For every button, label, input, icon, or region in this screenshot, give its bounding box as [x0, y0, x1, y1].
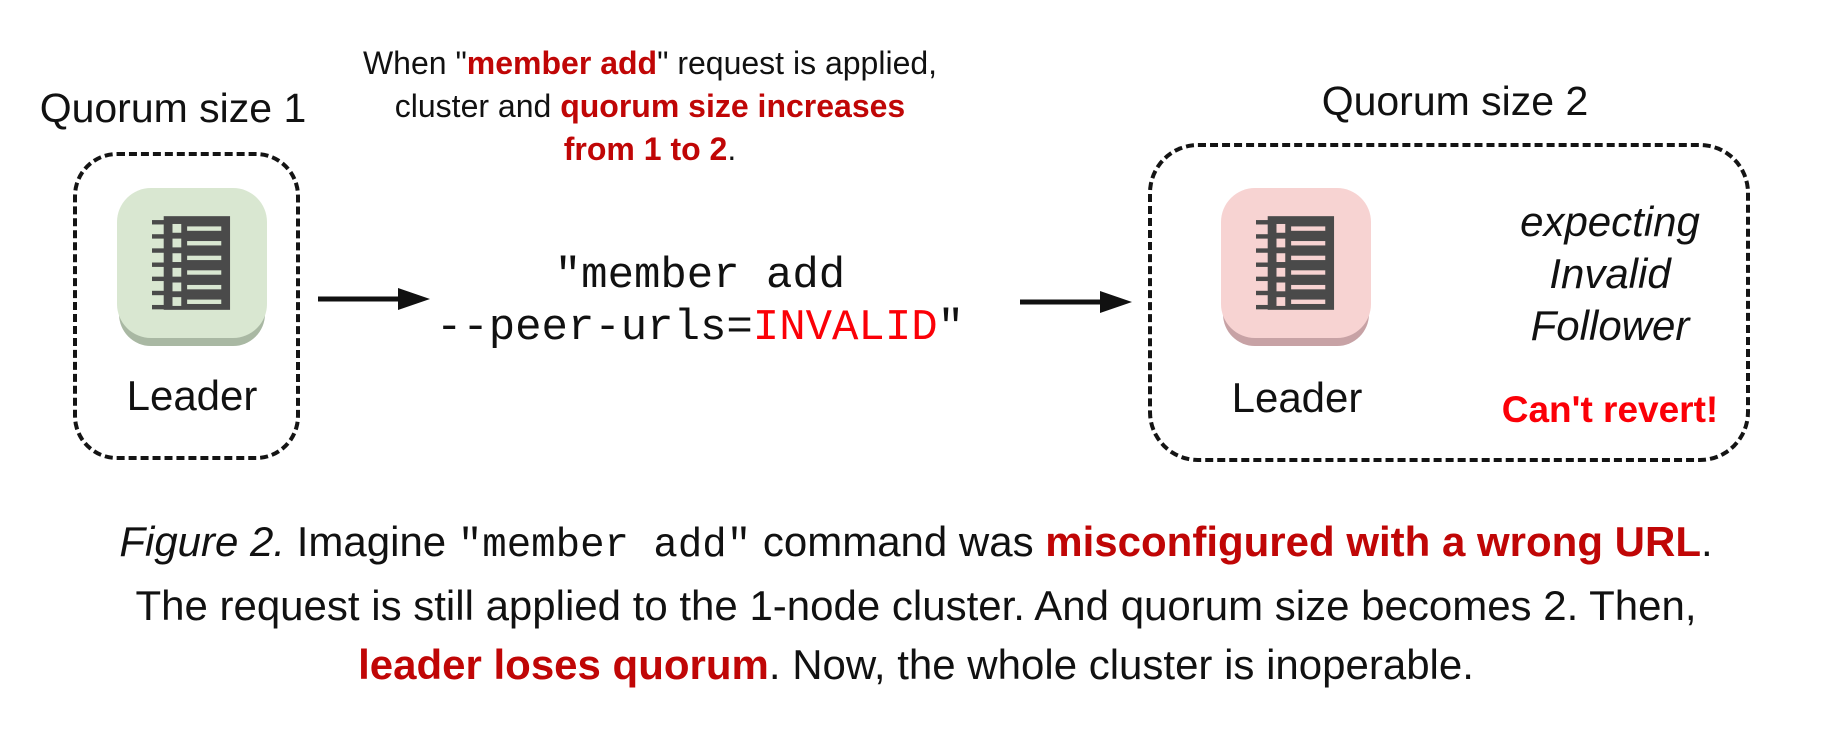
member-add-note: When "member add" request is applied, cl… — [362, 45, 938, 167]
leader-label-right: Leader — [1231, 374, 1363, 421]
log-list-icon — [1256, 214, 1336, 312]
expectation-text: expecting Invalid Follower — [1460, 196, 1760, 352]
cant-revert-warning: Can't revert! — [1501, 389, 1719, 430]
command-text: "member add --peer-urls=INVALID" — [435, 251, 965, 353]
quorum-size-2-title: Quorum size 2 — [1321, 78, 1589, 124]
right-arrow-icon — [1020, 291, 1132, 313]
right-cluster-box — [1148, 143, 1750, 462]
leader-node-healthy — [117, 188, 267, 338]
figure-caption: Figure 2. Imagine "member add" command w… — [119, 518, 1713, 688]
left-cluster-box — [73, 152, 300, 460]
quorum-size-1-title: Quorum size 1 — [39, 85, 307, 131]
leader-label-left: Leader — [126, 372, 258, 419]
expectation-line: Invalid — [1549, 250, 1671, 297]
expectation-line: expecting — [1520, 198, 1700, 245]
expectation-line: Follower — [1530, 302, 1690, 349]
right-arrow-icon — [318, 288, 430, 310]
leader-node-broken — [1221, 188, 1371, 338]
log-list-icon — [152, 214, 232, 312]
